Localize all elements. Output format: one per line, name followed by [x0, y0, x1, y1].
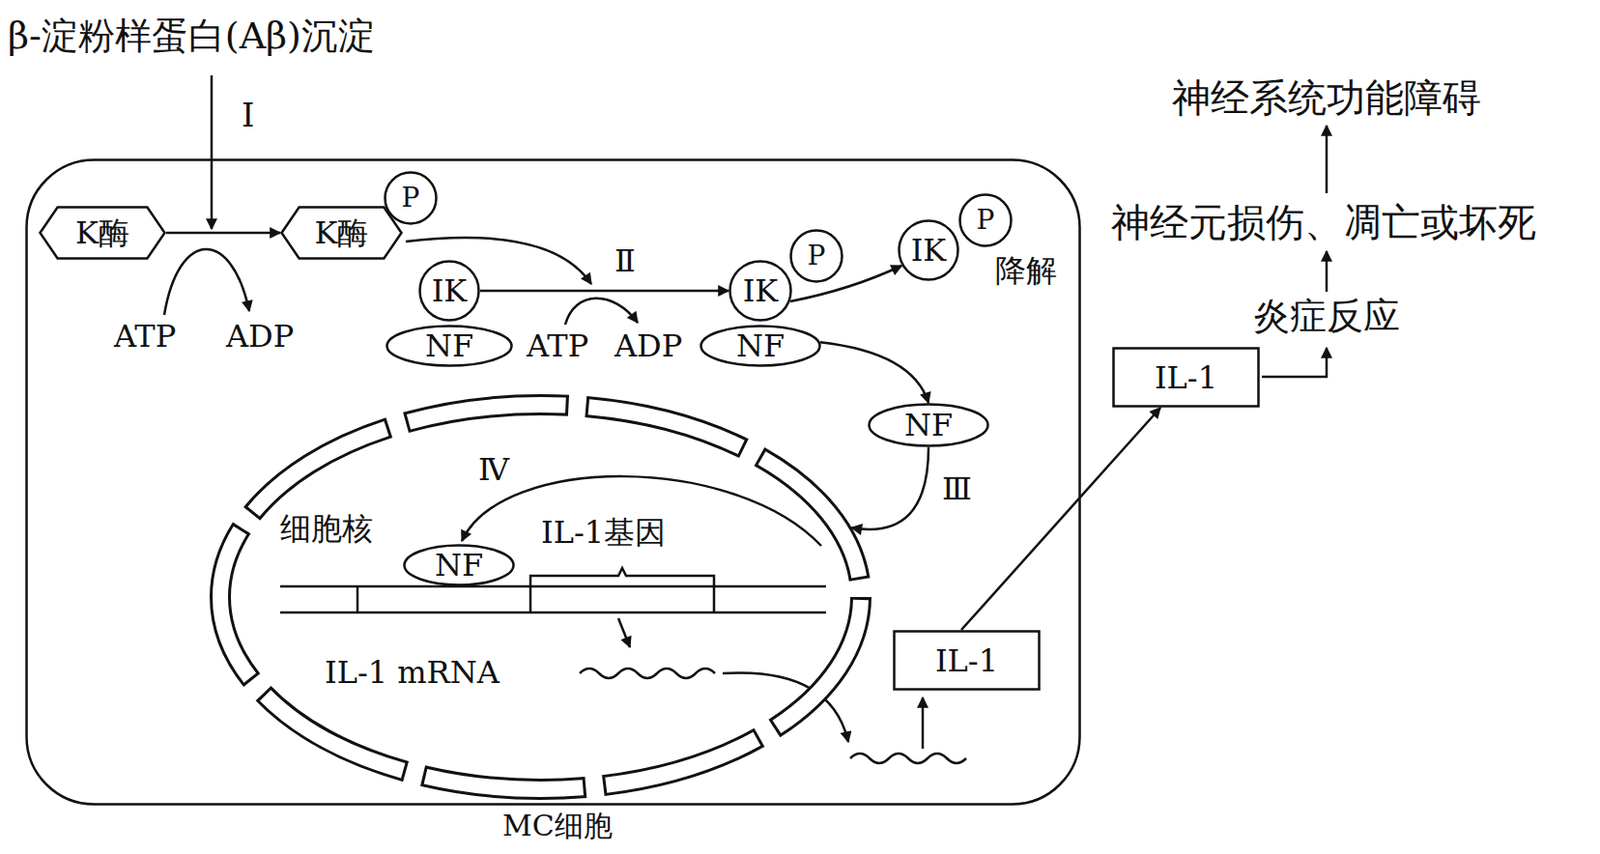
dna-strand: [280, 611, 827, 615]
outcome-label: 神经系统功能障碍: [1171, 75, 1482, 120]
step-number: Ⅳ: [478, 452, 510, 488]
phosphate-circle: P: [789, 228, 844, 284]
protein-ellipse: NF: [699, 324, 822, 368]
protein-ellipse: NF: [867, 402, 990, 448]
phosphate-circle: P: [383, 171, 438, 226]
ellipse-shape: [960, 195, 1012, 247]
atp-adp-curve: [565, 298, 638, 325]
gene-label: IL-1基因: [541, 514, 666, 551]
rect-shape: [1114, 348, 1259, 407]
stimulus-label: β-淀粉样蛋白(Aβ)沉淀: [7, 15, 375, 58]
protein-circle: IK: [897, 219, 960, 282]
protein-circle: IK: [418, 259, 481, 322]
reaction-arrow: [851, 447, 929, 530]
nucleus: 细胞核 NF: [208, 393, 873, 801]
mrna-label: IL-1 mRNA: [324, 655, 500, 691]
reaction-arrow: [961, 407, 1161, 630]
transcription-arrow: [618, 618, 630, 648]
node-label: NF: [434, 549, 484, 581]
enzyme-hexagon: K酶: [280, 205, 403, 260]
mrna-wave: [579, 668, 715, 679]
protein-box: IL-1: [1112, 346, 1260, 408]
step-number: Ⅲ: [942, 471, 972, 508]
dna-tick: [713, 586, 716, 613]
protein-ellipse: NF: [402, 543, 515, 587]
reaction-arrow: [166, 231, 281, 235]
rect-shape: [894, 631, 1040, 690]
node-label: IL-1: [1154, 362, 1218, 394]
phosphate-circle: P: [958, 193, 1013, 248]
node-label: K酶: [75, 217, 130, 249]
process-label: 降解: [995, 253, 1058, 289]
effect-arrow: [1325, 125, 1329, 194]
ellipse-shape: [899, 221, 959, 281]
protein-box: IL-1: [892, 629, 1041, 691]
outcome-label: 炎症反应: [1253, 295, 1400, 339]
node-label: NF: [425, 330, 474, 362]
node-label: 细胞核: [280, 513, 373, 544]
ellipse-shape: [387, 326, 513, 367]
reaction-arrow: [820, 342, 929, 403]
molecule-label: ADP: [614, 328, 683, 365]
ellipse-shape: [404, 545, 515, 586]
ellipse-shape: [420, 261, 480, 321]
molecule-label: ATP: [114, 318, 176, 355]
node-label: P: [807, 242, 827, 270]
molecule-label: ADP: [226, 318, 294, 355]
nuclear-envelope: [220, 404, 861, 790]
gene-bracket: [530, 568, 715, 587]
nuc-outline: [208, 393, 873, 801]
node-label: IK: [431, 275, 468, 307]
ellipse-shape: [701, 326, 821, 367]
ellipse-shape: [385, 172, 437, 225]
node-label: IL-1: [935, 645, 999, 677]
reaction-arrow: [480, 289, 729, 293]
node-label: K酶: [314, 217, 370, 249]
node-label: P: [976, 206, 996, 234]
ellipse-shape: [730, 261, 792, 321]
molecule-label: ATP: [526, 328, 589, 365]
dna-tick: [356, 586, 360, 613]
dna-tick: [529, 586, 533, 613]
cell-membrane: [27, 160, 1081, 805]
protein-ellipse: NF: [385, 324, 514, 368]
node-label: IK: [742, 275, 779, 307]
stimulus-arrow: [210, 75, 214, 229]
enzyme-hexagon: K酶: [38, 205, 167, 260]
ellipse-shape: [869, 404, 989, 447]
node-label: P: [401, 184, 421, 212]
cell-outline: MC细胞K酶K酶PIKNFIKPNFIKPNF细胞核NFIL-1: [25, 158, 1082, 806]
effect-arrow: [1261, 347, 1327, 377]
effect-arrow: [1325, 251, 1329, 292]
hexagon-shape: [40, 207, 166, 259]
dna-strand: [280, 585, 827, 589]
node-label: NF: [736, 330, 785, 362]
nuclear-envelope: [220, 404, 861, 790]
protein-circle: IK: [728, 259, 793, 322]
translation-arrow: [921, 697, 925, 749]
node-label: IK: [911, 234, 947, 266]
node-label: MC细胞: [502, 811, 613, 841]
step-number: Ⅱ: [614, 243, 636, 280]
mrna-wave: [850, 753, 967, 764]
ellipse-shape: [791, 230, 843, 283]
outcome-label: 神经元损伤、凋亡或坏死: [1111, 200, 1537, 245]
step-number: Ⅰ: [241, 96, 255, 135]
atp-adp-curve: [164, 249, 250, 315]
node-label: NF: [904, 409, 953, 441]
hexagon-shape: [282, 207, 402, 259]
